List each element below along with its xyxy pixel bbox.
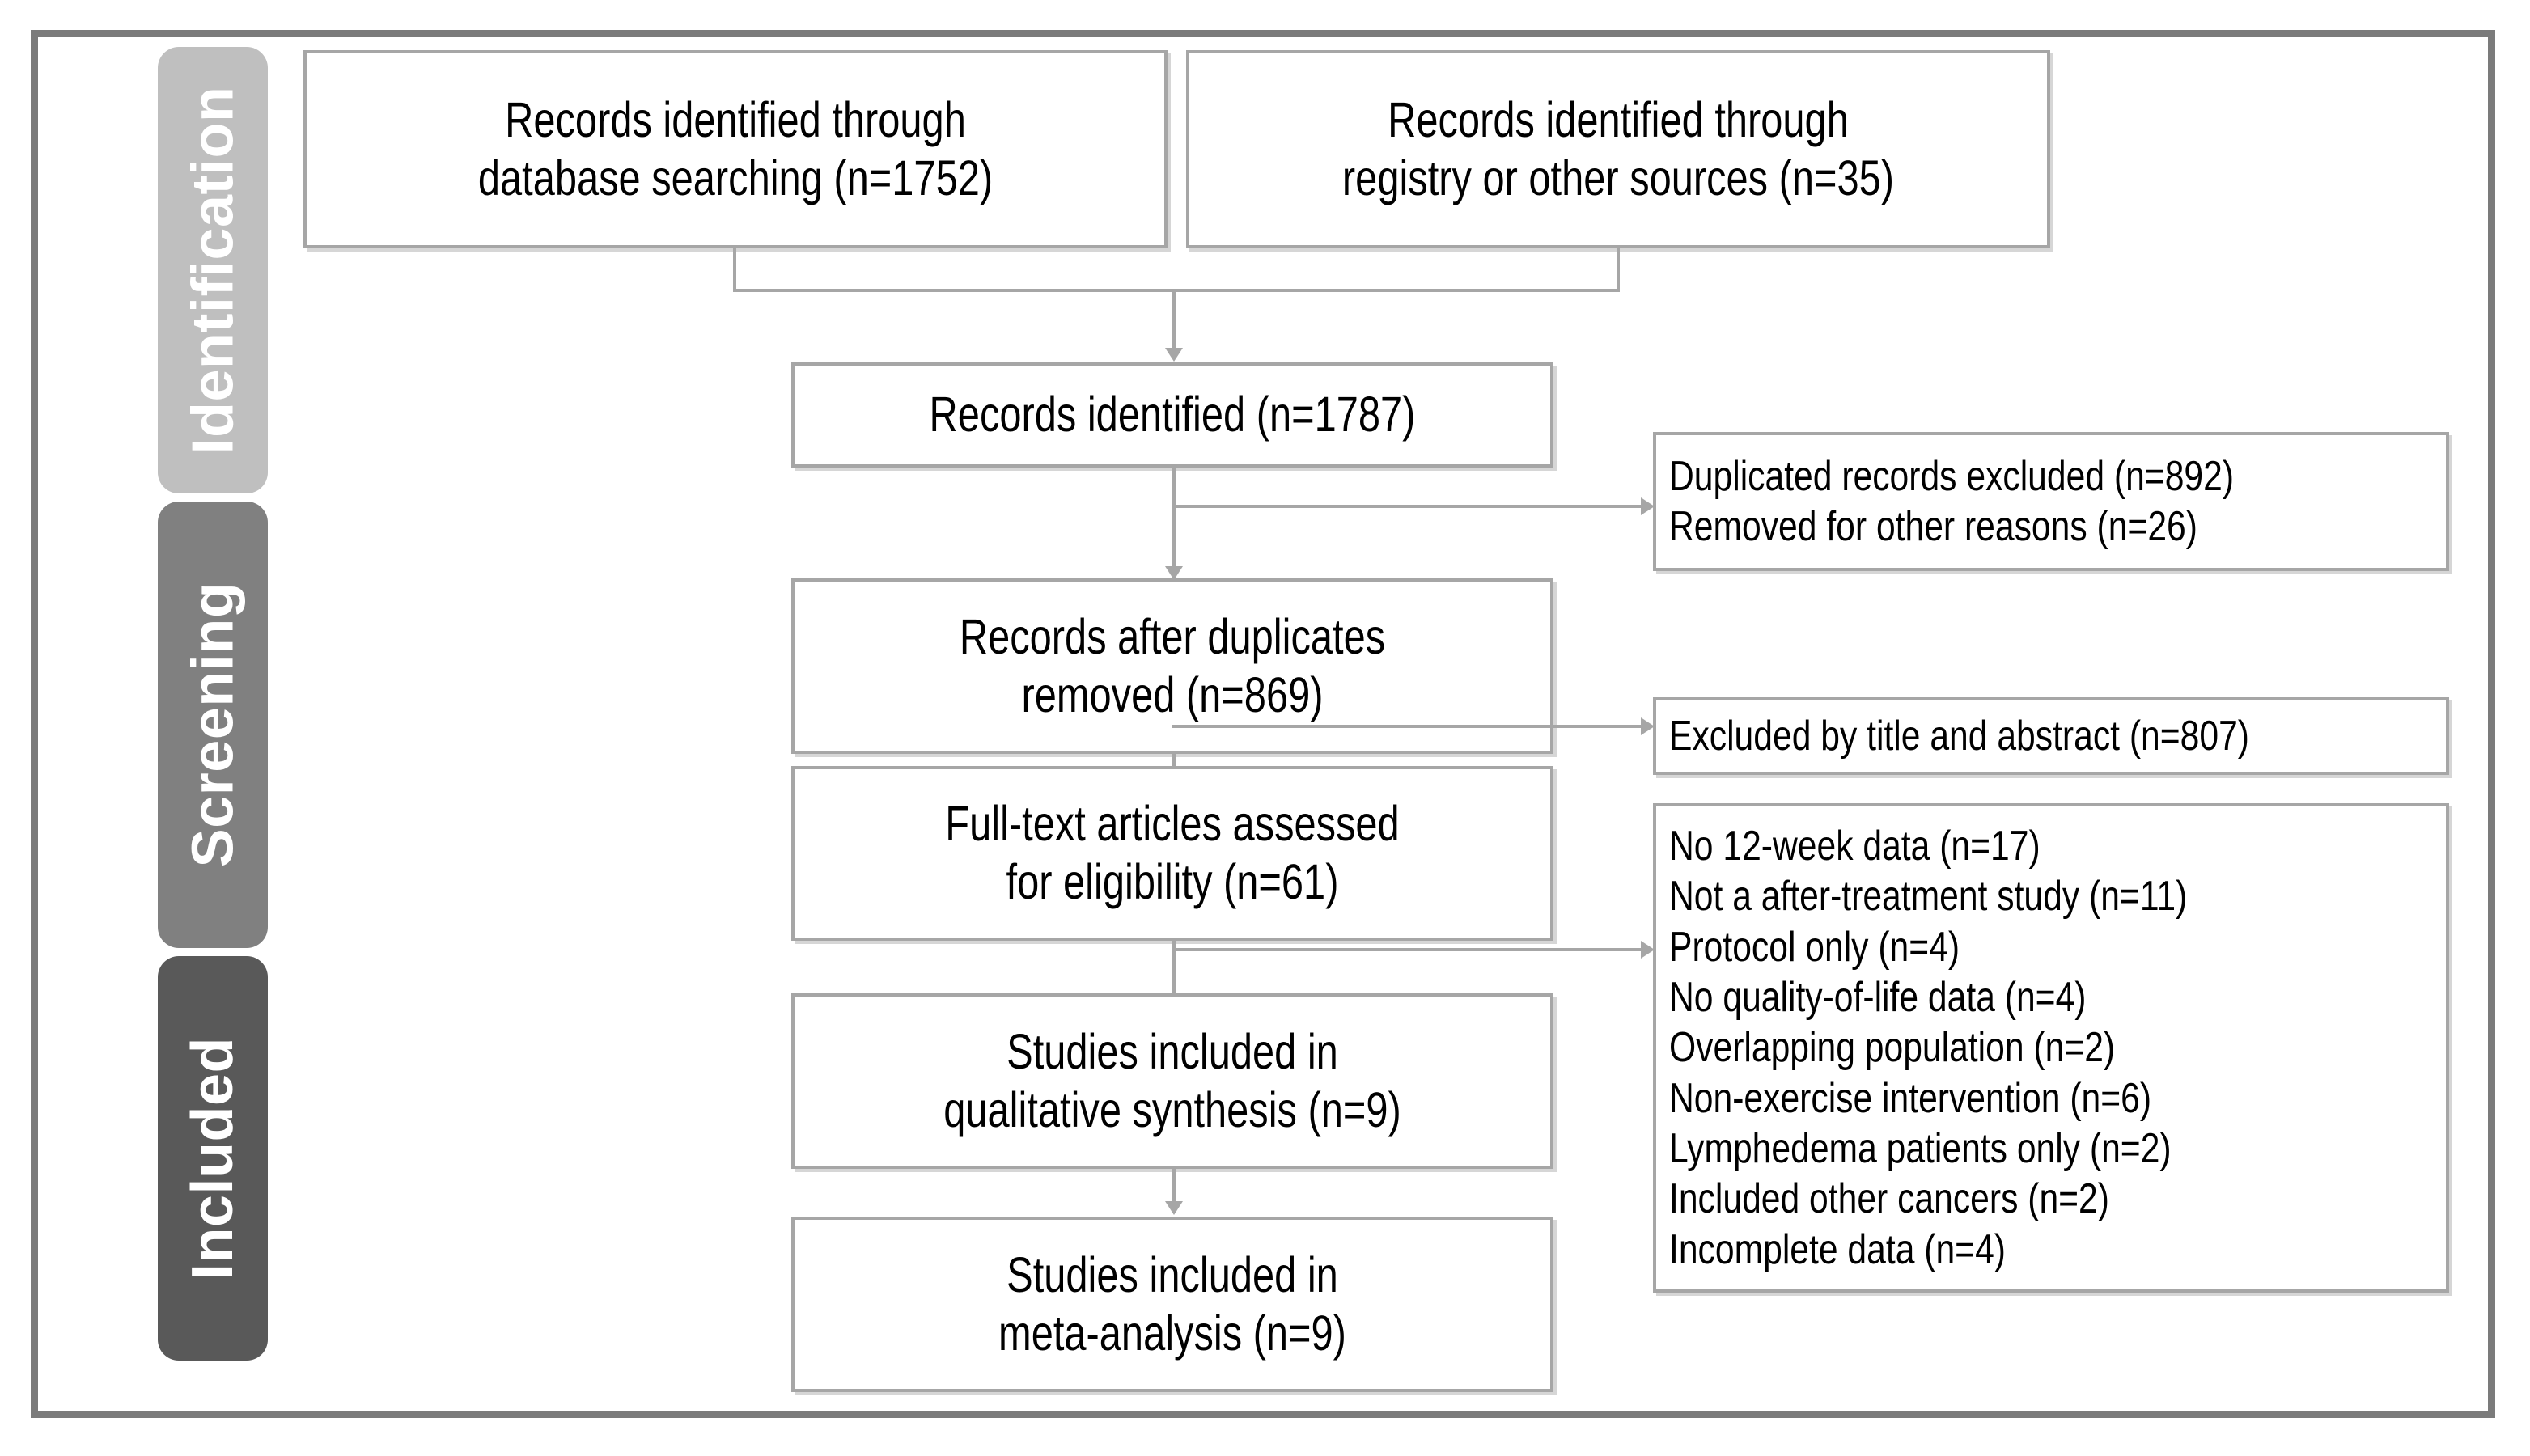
- excl-line-overlapping-population: Overlapping population (n=2): [1669, 1024, 2116, 1072]
- arrow-into-full-text-excluded: [1641, 941, 1655, 959]
- connector-to-duplicates-excluded: [1172, 505, 1646, 508]
- box-records-after-duplicates-text: Records after duplicates removed (n=869): [959, 608, 1386, 722]
- excl-line-incomplete-data: Incomplete data (n=4): [1669, 1225, 2006, 1273]
- excl-line-removed-other-reasons: Removed for other reasons (n=26): [1669, 503, 2197, 550]
- connector-merge-horizontal: [733, 289, 1620, 292]
- excl-line-protocol-only: Protocol only (n=4): [1669, 923, 1960, 971]
- arrow-into-duplicates-excluded: [1641, 497, 1655, 515]
- connector-to-full-text-excl: [1172, 948, 1646, 951]
- box-studies-meta-analysis: Studies included in meta-analysis (n=9): [791, 1217, 1553, 1392]
- stage-label-included: Included: [180, 1036, 246, 1280]
- box-studies-meta-analysis-text: Studies included in meta-analysis (n=9): [998, 1246, 1346, 1361]
- connector-identified-down: [1172, 468, 1176, 573]
- box-full-text-assessed-text: Full-text articles assessed for eligibil…: [945, 796, 1400, 909]
- box-records-database-searching-text: Records identified through database sear…: [477, 91, 994, 205]
- arrow-into-records-after-duplicates: [1165, 566, 1183, 580]
- box-full-text-exclusion-reasons: No 12-week data (n=17) Not a after-treat…: [1653, 803, 2449, 1293]
- box-records-database-searching: Records identified through database sear…: [303, 50, 1168, 248]
- excl-line-lymphedema-only: Lymphedema patients only (n=2): [1669, 1125, 2172, 1173]
- box-records-identified: Records identified (n=1787): [791, 362, 1553, 468]
- excl-line-no-qol-data: No quality-of-life data (n=4): [1669, 973, 2087, 1021]
- connector-qualitative-down: [1172, 1169, 1176, 1208]
- box-full-text-assessed: Full-text articles assessed for eligibil…: [791, 766, 1553, 941]
- connector-full-text-down: [1172, 941, 1176, 1024]
- connector-to-title-abstract: [1172, 725, 1646, 728]
- stage-label-identification: Identification: [180, 86, 245, 455]
- box-records-after-duplicates: Records after duplicates removed (n=869): [791, 578, 1553, 754]
- excl-line-not-after-treatment: Not a after-treatment study (n=11): [1669, 873, 2188, 921]
- excl-line-non-exercise: Non-exercise intervention (n=6): [1669, 1074, 2152, 1122]
- box-studies-qualitative-synthesis: Studies included in qualitative synthesi…: [791, 993, 1553, 1169]
- box-studies-qualitative-synthesis-text: Studies included in qualitative synthesi…: [943, 1023, 1401, 1137]
- excl-line-duplicated-records: Duplicated records excluded (n=892): [1669, 452, 2235, 500]
- connector-db-search-down: [733, 248, 736, 291]
- stage-bar-included: Included: [158, 956, 268, 1361]
- arrow-into-meta-analysis: [1165, 1201, 1183, 1215]
- box-excluded-title-abstract: Excluded by title and abstract (n=807): [1653, 697, 2449, 775]
- box-records-identified-text: Records identified (n=1787): [929, 387, 1416, 442]
- excl-line-no-12-week-data: No 12-week data (n=17): [1669, 822, 2041, 870]
- stage-label-screening: Screening: [180, 582, 245, 868]
- arrow-into-title-abstract: [1641, 717, 1655, 735]
- connector-registry-down: [1617, 248, 1620, 291]
- excl-line-title-abstract: Excluded by title and abstract (n=807): [1669, 712, 2250, 760]
- connector-merge-down: [1172, 289, 1176, 352]
- stage-bar-identification: Identification: [158, 47, 268, 493]
- box-records-registry-sources-text: Records identified through registry or o…: [1341, 91, 1895, 205]
- stage-bar-screening: Screening: [158, 502, 268, 948]
- box-records-registry-sources: Records identified through registry or o…: [1186, 50, 2050, 248]
- excl-line-other-cancers: Included other cancers (n=2): [1669, 1175, 2109, 1223]
- box-duplicates-excluded: Duplicated records excluded (n=892) Remo…: [1653, 432, 2449, 571]
- arrow-into-records-identified: [1165, 348, 1183, 362]
